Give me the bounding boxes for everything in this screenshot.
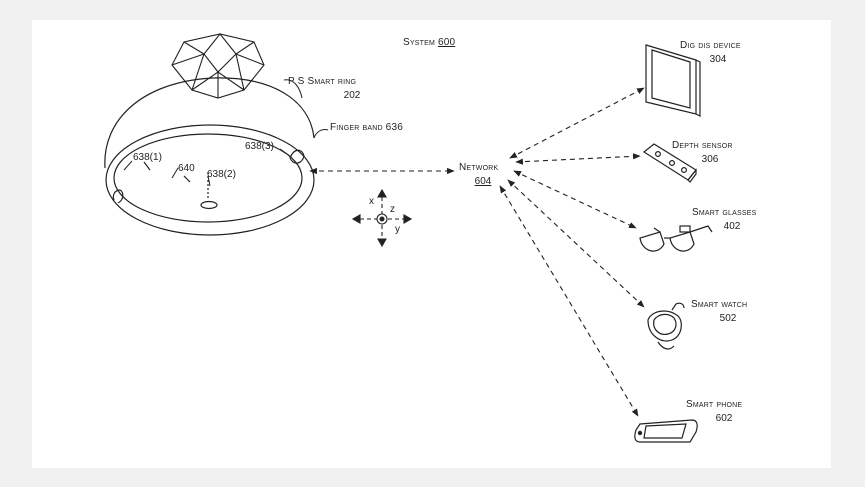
depth-sensor-number: 306 [701, 154, 719, 165]
link-network-watch [507, 179, 645, 308]
display-device-number: 304 [709, 54, 727, 65]
system-number: 600 [437, 37, 456, 48]
inner-640-label: 640 [178, 163, 195, 174]
sensor-638-1-label: 638(1) [133, 152, 162, 163]
phone-icon [634, 419, 698, 443]
system-label: System [403, 37, 435, 48]
system-title: System 600 [403, 37, 455, 49]
smart-glasses-label: Smart glasses [692, 207, 757, 218]
smart-watch-number: 502 [719, 313, 737, 324]
network-number: 604 [474, 176, 492, 187]
link-network-glasses [513, 170, 637, 229]
smart-ring-drawing [104, 77, 315, 236]
axes-glyph [351, 188, 413, 248]
axis-x-label: x [369, 196, 374, 207]
depth-sensor-label: Depth sensor [672, 140, 733, 151]
link-network-phone [499, 185, 639, 417]
link-network-display [509, 87, 645, 159]
ring-gemstone [171, 33, 265, 99]
finger-band-label: Finger band 636 [330, 122, 403, 133]
smart-phone-number: 602 [715, 413, 733, 424]
ring-label: P S Smart ring [288, 76, 357, 87]
network-label: Network [459, 162, 499, 173]
sensor-638-3-label: 638(3) [245, 141, 274, 152]
figure-panel: System 600 P S Smart ring 202 Finger ban… [32, 20, 831, 468]
sensor-638-2-label: 638(2) [207, 169, 236, 180]
smart-watch-label: Smart watch [691, 299, 748, 310]
display-icon [645, 44, 701, 117]
network-connections [309, 87, 645, 417]
axis-y-label: y [395, 224, 400, 235]
smart-phone-label: Smart phone [686, 399, 743, 410]
smart-glasses-number: 402 [723, 221, 741, 232]
depth-sensor-icon [642, 143, 697, 183]
diagram-canvas [104, 33, 713, 443]
axis-z-label: z [390, 204, 395, 215]
watch-icon [647, 302, 685, 350]
glasses-icon [639, 225, 713, 252]
ring-leader-lines [123, 79, 329, 187]
display-device-label: Dig dis device [680, 40, 741, 51]
link-network-depth [515, 153, 641, 165]
ring-number: 202 [343, 90, 361, 101]
